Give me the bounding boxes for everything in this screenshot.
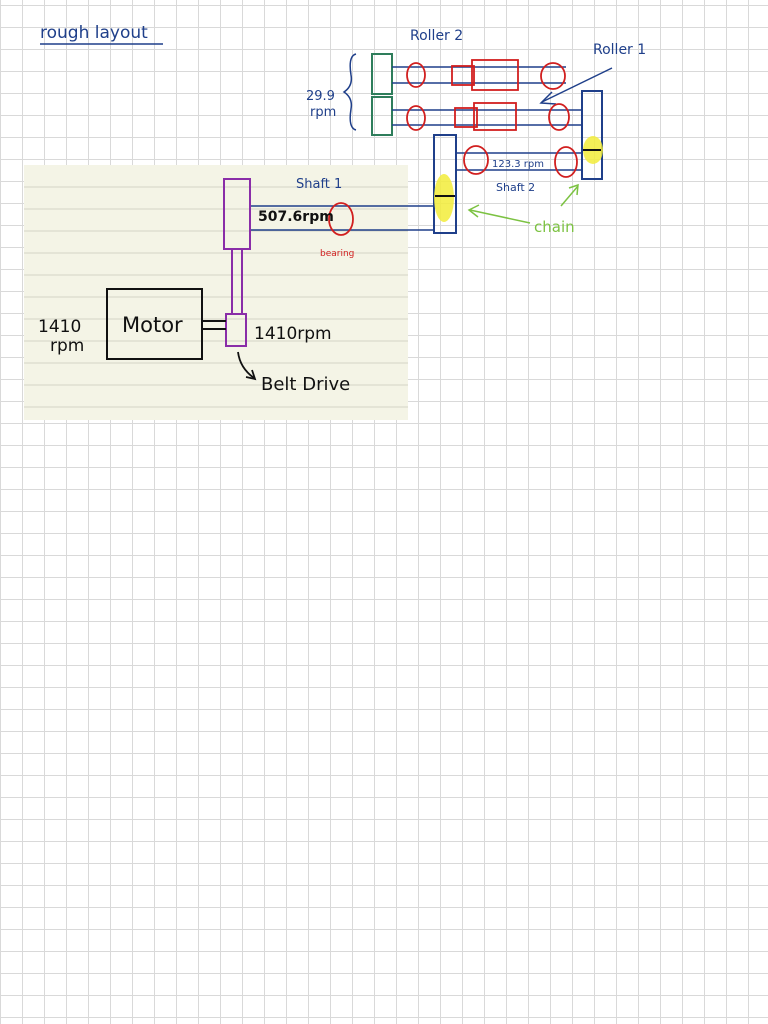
shaft-2-sprocket: [433, 134, 457, 234]
shaft-2: [456, 152, 582, 171]
roller-speed-brace: [342, 53, 357, 131]
shaft-1: [251, 205, 434, 231]
belt-speed-label: 1410rpm: [254, 324, 332, 344]
belt-drive-arrow: [237, 351, 257, 381]
chain-arrow-left: [469, 209, 531, 224]
chain-arrows: [467, 183, 579, 224]
roller-1-pointer-arrow: [539, 67, 613, 105]
motor-label: Motor: [122, 313, 183, 337]
shaft-2-label: Shaft 2: [496, 181, 535, 194]
shaft-1-speed: 507.6rpm: [258, 209, 334, 225]
roller-2-end-cap: [371, 53, 393, 95]
roller-speed-unit: rpm: [310, 105, 336, 120]
roller-1-coupling-hub: [454, 107, 478, 128]
bearing-label: bearing: [320, 249, 354, 259]
shaft-2-speed: 123.3 rpm: [492, 159, 544, 170]
lined-note-card: [24, 165, 408, 420]
roller-speed-value: 29.9: [306, 89, 335, 104]
belt: [231, 249, 243, 314]
roller-1-label: Roller 1: [593, 42, 646, 58]
motor-speed-unit: rpm: [50, 336, 84, 356]
roller-1-coupling: [473, 102, 517, 131]
roller-1-bearing-left: [406, 105, 426, 131]
shaft-2-bearing-right: [554, 146, 578, 178]
page-heading: rough layout: [40, 23, 148, 43]
roller-1-end-cap: [371, 96, 393, 136]
note-card-background: [24, 165, 408, 420]
shaft-1-bearing: [328, 202, 354, 236]
roller-1-shaft: [392, 109, 582, 126]
note-card-rules: [24, 186, 408, 408]
roller-2-bearing-left: [406, 62, 426, 88]
chain-label: chain: [534, 218, 575, 236]
shaft-2-sprocket-highlight: [434, 174, 454, 222]
roller-1-sprocket: [581, 90, 603, 180]
shaft-2-bearing-left: [463, 145, 489, 175]
motor-block: [106, 288, 203, 360]
driven-pulley: [223, 178, 251, 250]
chain-arrow-up: [560, 185, 579, 207]
roller-2-coupling: [471, 59, 519, 91]
roller-1-bearing-right: [548, 103, 570, 131]
roller-2-label: Roller 2: [410, 28, 463, 44]
motor-output-shaft: [202, 320, 226, 330]
belt-drive-label: Belt Drive: [261, 374, 350, 395]
shaft-1-label: Shaft 1: [296, 177, 342, 192]
roller-2-shaft: [392, 66, 566, 84]
chain-arrow-up-head: [568, 183, 579, 196]
roller-2-coupling-hub: [451, 65, 475, 86]
roller-2-bearing-right: [540, 62, 566, 90]
motor-speed-value: 1410: [38, 317, 81, 337]
chain-arrow-left-head: [467, 204, 480, 218]
